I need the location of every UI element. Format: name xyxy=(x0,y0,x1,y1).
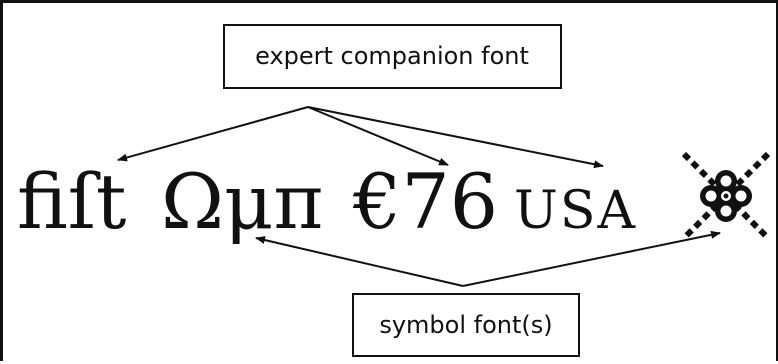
symbol-arrows xyxy=(255,230,721,287)
expert-font-label: expert companion font xyxy=(223,24,562,89)
small-caps-sample: USA xyxy=(514,181,637,241)
expert-font-label-box xyxy=(223,24,562,89)
arrow-to-figures xyxy=(307,106,449,166)
diagram-canvas: expert companion font fiſt Ωμπ €76 USA xyxy=(17,24,771,357)
arrow-to-ornament xyxy=(462,230,721,287)
expert-font-label-text: expert companion font xyxy=(255,42,529,70)
fleuron-ornament-icon xyxy=(681,151,771,241)
ligature-sample: fiſt xyxy=(17,157,126,246)
symbol-font-label-box xyxy=(352,293,580,357)
symbol-font-label-text: symbol font(s) xyxy=(379,311,552,339)
expert-arrows xyxy=(117,106,604,169)
glyph-sample-row: fiſt Ωμπ €76 USA xyxy=(17,157,637,246)
arrow-to-ligatures xyxy=(117,106,309,162)
symbol-font-label: symbol font(s) xyxy=(352,293,580,357)
arrow-to-small-caps xyxy=(307,106,604,169)
greek-sample: Ωμπ xyxy=(161,157,323,246)
arrow-to-greek xyxy=(255,236,464,287)
figures-sample: €76 xyxy=(352,157,498,246)
